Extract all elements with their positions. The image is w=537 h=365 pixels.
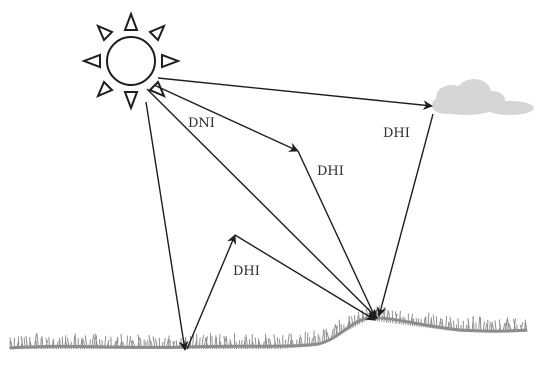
reflection-to-ground-arrow <box>234 234 376 321</box>
sky-to-ground-arrow <box>297 150 377 320</box>
sun-icon <box>81 11 181 111</box>
grass-blade <box>9 305 528 350</box>
dhi-cloud-label: DHI <box>383 126 410 141</box>
irradiance-arrows <box>145 77 434 351</box>
sun-to-left-ground-arrow <box>145 101 189 351</box>
cloud-icon <box>432 79 534 115</box>
dni-label: DNI <box>188 116 215 131</box>
sun-to-sky-arrow <box>153 84 299 152</box>
dhi-sky-label: DHI <box>317 164 344 179</box>
dni-arrow <box>146 88 378 319</box>
cloud-to-ground-arrow <box>376 113 434 317</box>
dhi-ground-label: DHI <box>233 264 260 279</box>
grass-ground <box>9 305 528 350</box>
sun-to-cloud-arrow <box>157 77 433 110</box>
reflection-up-arrow <box>186 234 237 350</box>
